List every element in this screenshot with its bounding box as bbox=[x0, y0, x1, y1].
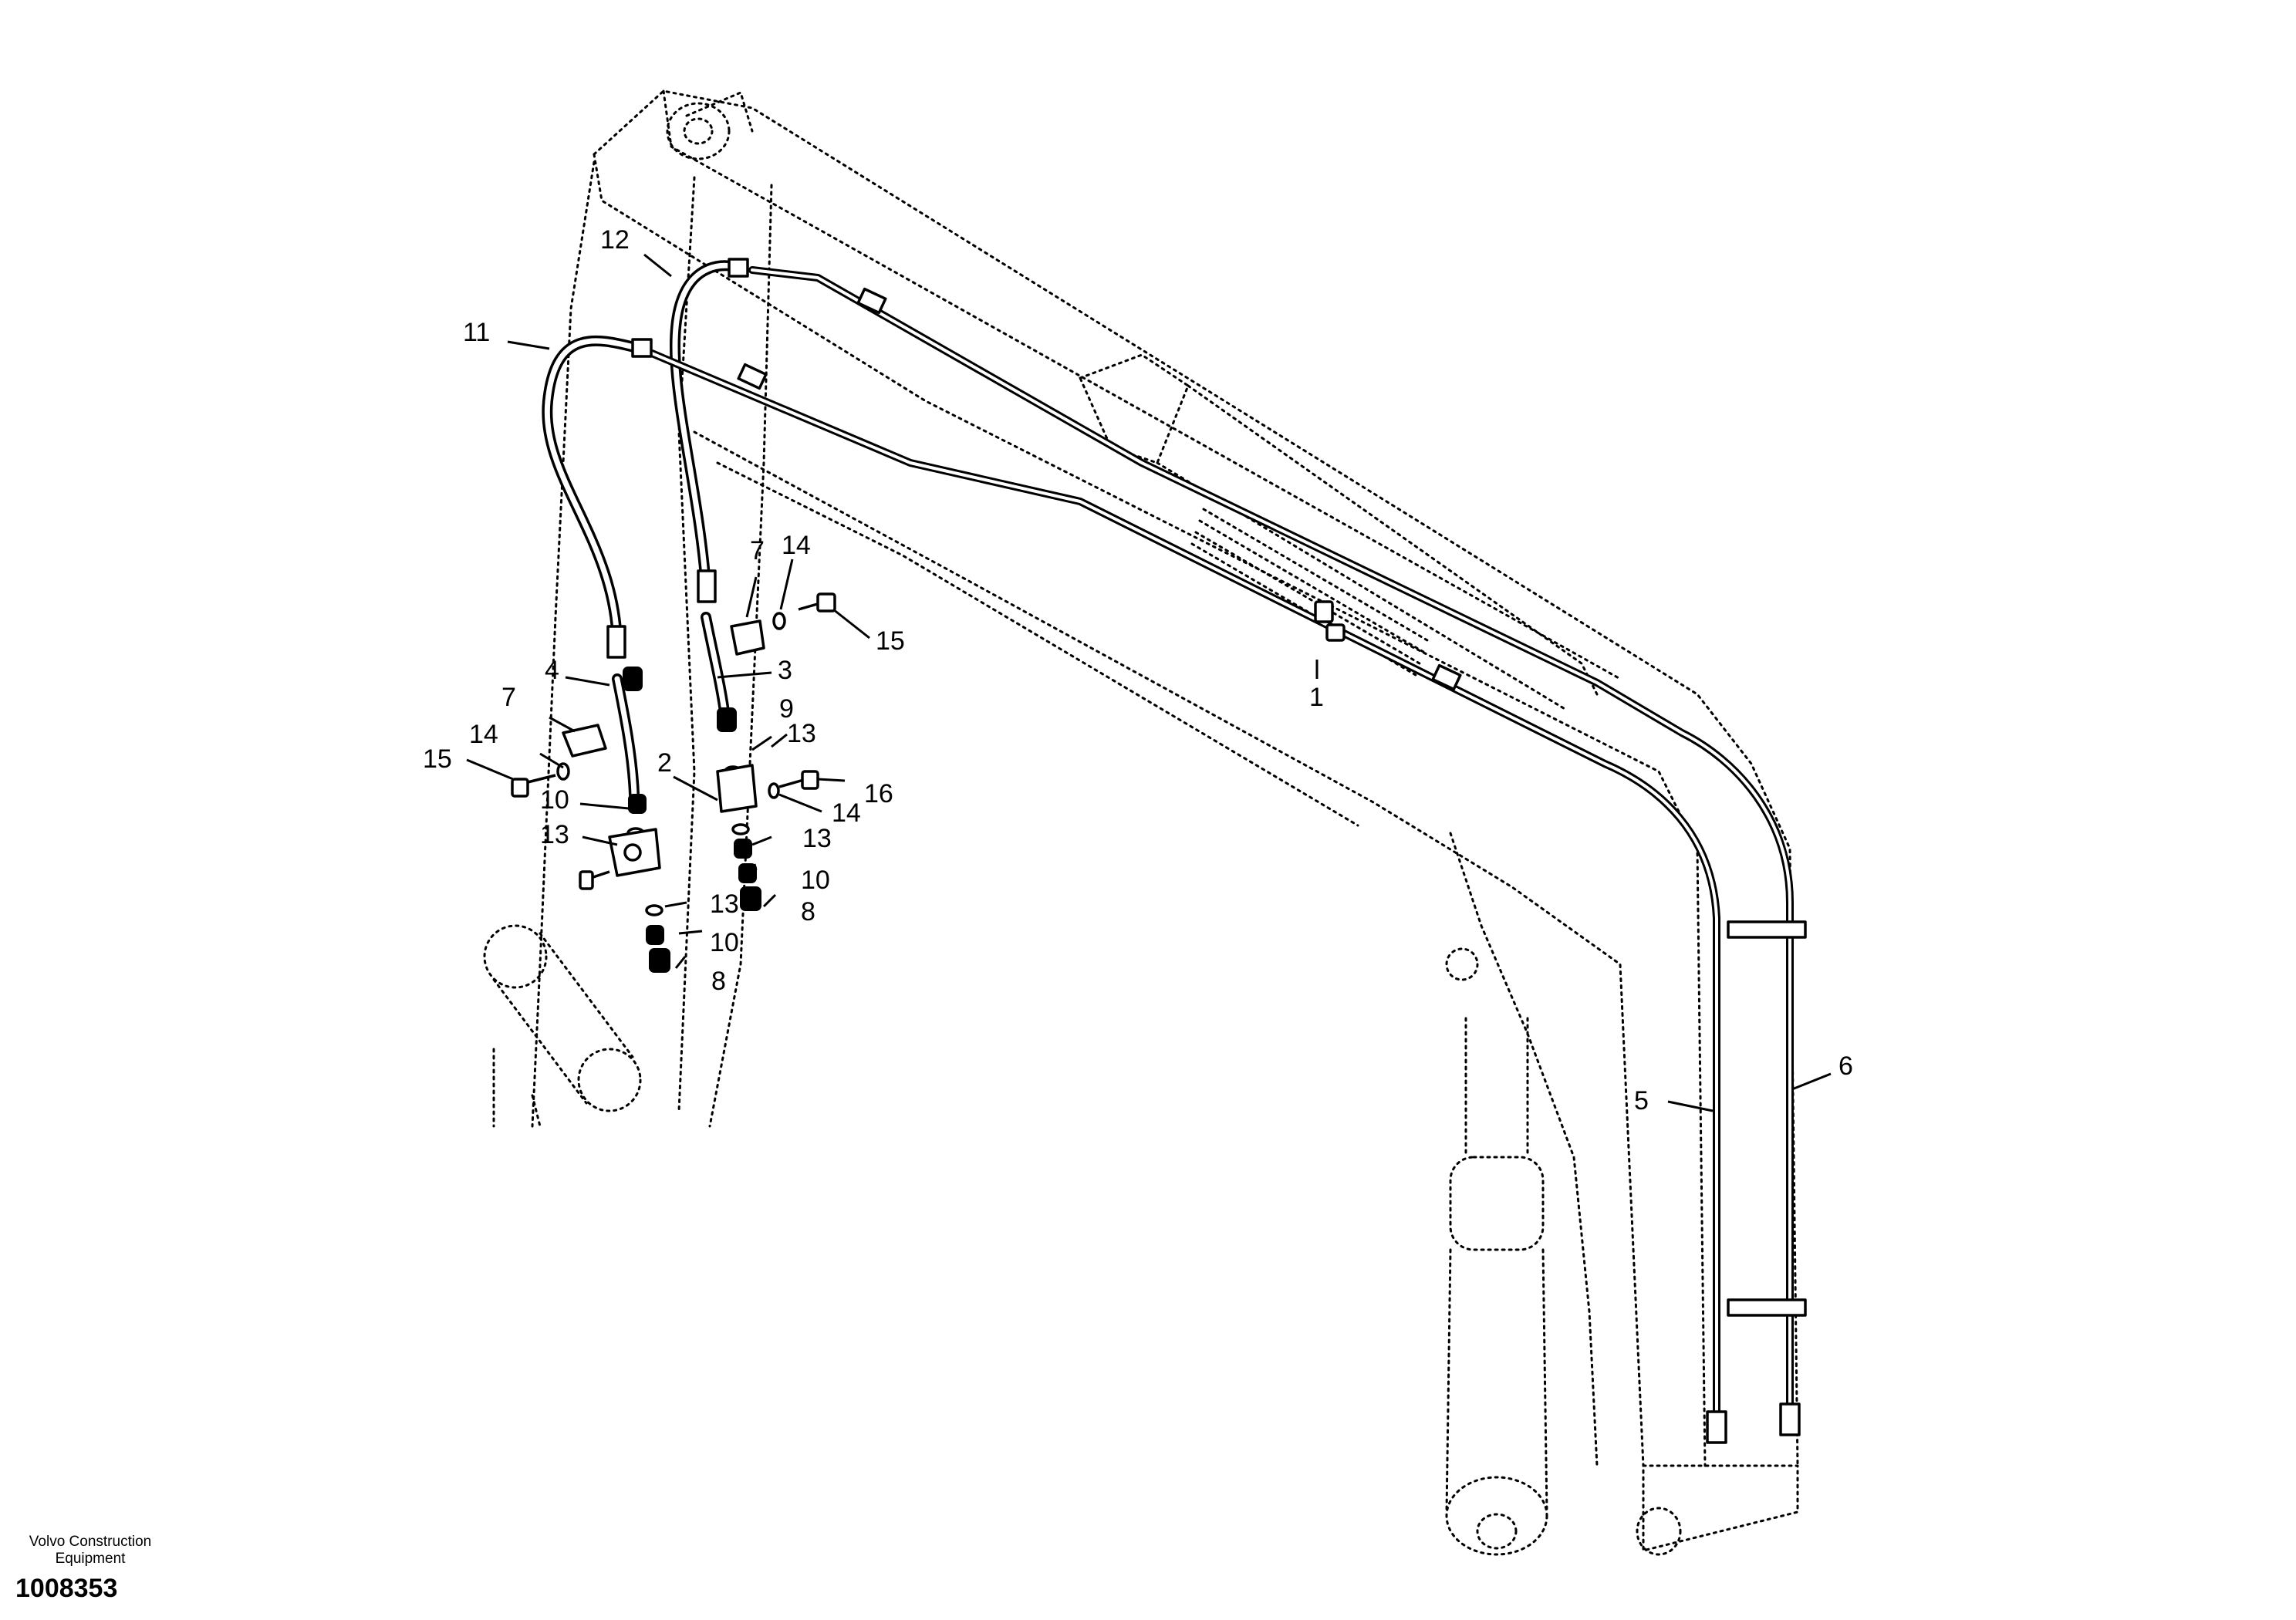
callout-14-upper: 14 bbox=[782, 531, 811, 560]
callout-6: 6 bbox=[1838, 1051, 1853, 1081]
leader-lines bbox=[466, 253, 1832, 1112]
callout-10-lower: 10 bbox=[710, 928, 739, 957]
callout-13-upper: 13 bbox=[787, 719, 816, 748]
callout-13-lower: 13 bbox=[710, 889, 739, 919]
callout-8-lower: 8 bbox=[711, 967, 726, 996]
callout-7-upper: 7 bbox=[750, 536, 765, 565]
callout-13-left: 13 bbox=[540, 820, 569, 849]
callout-3: 3 bbox=[778, 656, 792, 685]
callout-1: 1 bbox=[1309, 683, 1324, 712]
callout-labels: 1 2 3 4 5 6 7 7 8 8 9 10 10 10 11 12 13 … bbox=[423, 225, 1853, 1115]
hose-12 bbox=[670, 260, 746, 592]
brand-line-1: Volvo Construction bbox=[29, 1534, 152, 1550]
callout-2: 2 bbox=[657, 748, 672, 778]
hose-4 bbox=[612, 673, 640, 800]
callout-16: 16 bbox=[864, 779, 893, 808]
hose-11 bbox=[542, 335, 646, 653]
callout-13-right: 13 bbox=[802, 824, 832, 853]
pipe-5 bbox=[648, 349, 1720, 1431]
callout-10-left: 10 bbox=[540, 785, 569, 815]
brand-line-2: Equipment bbox=[55, 1551, 126, 1567]
callout-14-right: 14 bbox=[832, 798, 861, 828]
callout-9: 9 bbox=[779, 694, 794, 724]
callout-4: 4 bbox=[545, 656, 559, 685]
callout-12: 12 bbox=[600, 225, 630, 255]
pipe-6 bbox=[748, 266, 1794, 1423]
callout-7-lower: 7 bbox=[501, 683, 516, 712]
document-number: 1008353 bbox=[15, 1574, 118, 1603]
callout-8-right: 8 bbox=[801, 897, 815, 926]
callout-10-right: 10 bbox=[801, 866, 830, 895]
pipe-clamps bbox=[606, 258, 1807, 1444]
bolts bbox=[511, 592, 1346, 890]
manifold-block-2 bbox=[608, 764, 758, 877]
hose-3 bbox=[701, 612, 731, 723]
callout-14-left: 14 bbox=[469, 720, 498, 749]
brand-caption: Volvo Construction Equipment bbox=[9, 1534, 171, 1568]
callout-15-left: 15 bbox=[423, 744, 452, 774]
callout-11: 11 bbox=[463, 318, 490, 347]
callout-15-right: 15 bbox=[876, 626, 905, 656]
callout-5: 5 bbox=[1634, 1086, 1649, 1115]
clamp-7 bbox=[562, 619, 765, 758]
